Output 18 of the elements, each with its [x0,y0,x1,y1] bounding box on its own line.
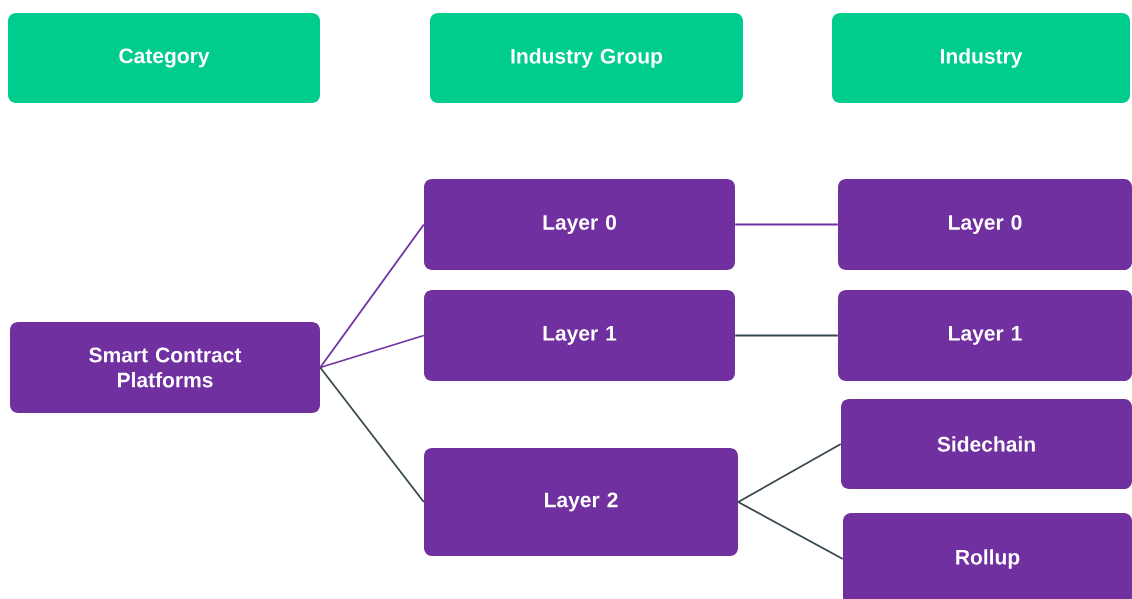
header-box: Category [8,13,320,103]
connector-line [734,223,839,226]
category-box: Layer 1 [424,290,735,381]
connector-line [737,443,842,503]
category-box: Layer 1 [838,290,1132,381]
header-box: Industry Group [430,13,743,103]
category-box: Rollup [843,513,1132,599]
connector-line [319,366,425,503]
connector-line [319,223,425,369]
header-box: Industry [832,13,1130,103]
category-box: Layer 0 [424,179,735,270]
connector-line [734,334,839,337]
category-box: Sidechain [841,399,1132,489]
connector-line [737,501,844,560]
category-box: Layer 0 [838,179,1132,270]
connector-line [319,334,425,369]
category-box: Layer 2 [424,448,738,556]
category-box: Smart Contract Platforms [10,322,320,413]
